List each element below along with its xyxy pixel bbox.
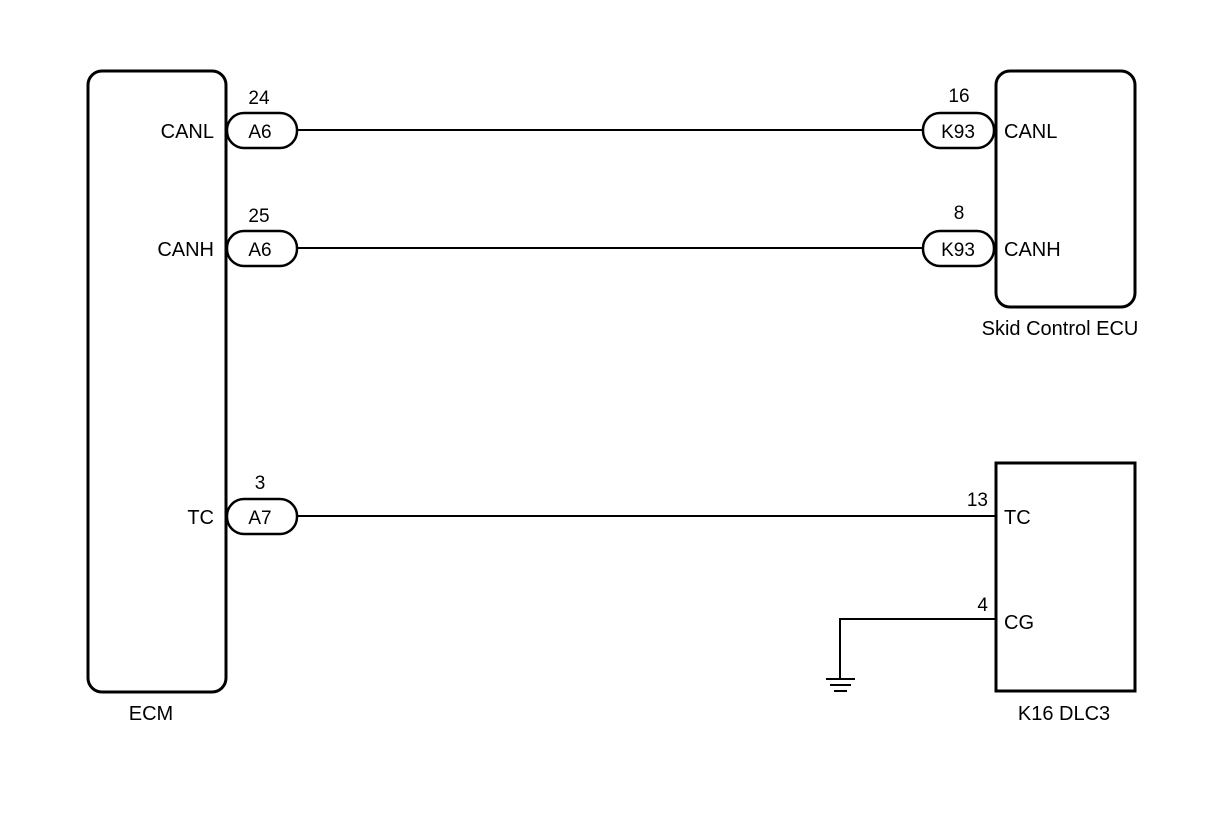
- far-pin-number: 8: [954, 203, 965, 224]
- ground-terminal-label: CG: [1004, 612, 1034, 634]
- far-connector-label: K93: [941, 122, 975, 143]
- ecm-label: ECM: [129, 703, 173, 725]
- ecm-connector-icon: [225, 497, 299, 536]
- skid-control-ecu-label: Skid Control ECU: [982, 318, 1139, 340]
- wire-tc: TC 3 A7 13 TC: [187, 473, 1031, 536]
- ecm-terminal-label: CANH: [157, 239, 214, 261]
- dlc3-label: K16 DLC3: [1018, 703, 1110, 725]
- ecm-terminal-label: CANL: [161, 121, 214, 143]
- far-pin-number: 13: [967, 490, 988, 511]
- ecm-box: [86, 69, 228, 694]
- ground-wire: [839, 618, 996, 678]
- far-terminal-label: TC: [1004, 507, 1031, 529]
- far-connector-icon: [921, 111, 996, 150]
- ecm-connector-icon: [225, 111, 299, 150]
- far-connector-label: K93: [941, 240, 975, 261]
- ground-icon: [826, 678, 855, 692]
- far-pin-number: 16: [948, 86, 969, 107]
- ecm-connector-icon: [225, 229, 299, 268]
- ecm-connector-label: A7: [248, 508, 271, 529]
- ecm-pin-number: 24: [248, 88, 270, 109]
- ecm-connector-label: A6: [248, 122, 271, 143]
- ground-pin-number: 4: [977, 595, 988, 616]
- ecm-terminal-label: TC: [187, 507, 214, 529]
- far-terminal-label: CANL: [1004, 121, 1057, 143]
- ecm-connector-label: A6: [248, 240, 271, 261]
- far-terminal-label: CANH: [1004, 239, 1061, 261]
- ecm-pin-number: 25: [248, 206, 269, 227]
- dlc3-box: [994, 461, 1137, 693]
- far-connector-icon: [921, 229, 996, 268]
- ground-circuit: 4 CG: [826, 595, 1034, 692]
- wire-canh: CANH 25 A6 8 K93 CANH: [157, 203, 1061, 268]
- skid-control-ecu-box: [994, 69, 1137, 309]
- ecm-pin-number: 3: [255, 473, 266, 494]
- wire-canl: CANL 24 A6 16 K93 CANL: [161, 86, 1057, 150]
